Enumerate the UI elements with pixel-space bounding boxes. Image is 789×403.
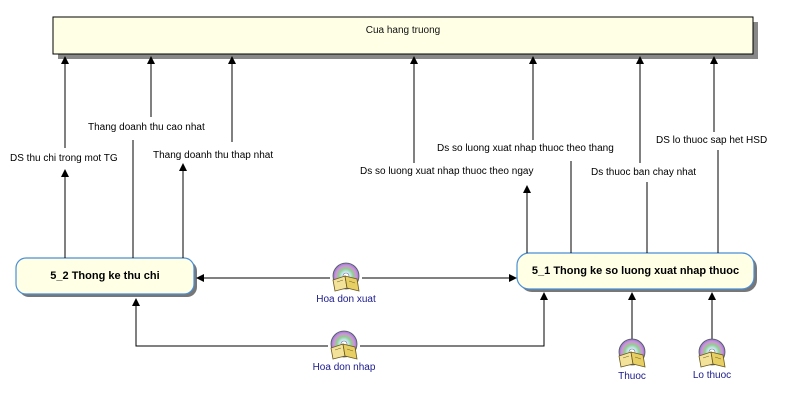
flow-line <box>360 292 548 347</box>
flow-label-thang-thap-nhat: Thang doanh thu thap nhat <box>153 150 274 161</box>
flow-label-lo-het-hsd: DS lo thuoc sap het HSD <box>656 135 768 146</box>
flow-label-theo-ngay: Ds so luong xuat nhap thuoc theo ngay <box>360 166 534 177</box>
flow-label-thang-cao-nhat: Thang doanh thu cao nhat <box>88 122 205 133</box>
data-store-icon <box>330 330 358 360</box>
process-5-2-box <box>15 257 195 295</box>
process-5-2-label: 5_2 Thong ke thu chi <box>50 270 160 282</box>
flow-label-ds-thu-chi: DS thu chi trong mot TG <box>10 153 118 164</box>
data-store-icon <box>698 338 726 368</box>
data-store-label-hoa-don-nhap: Hoa don nhap <box>312 362 376 373</box>
process-5-1-box <box>516 252 755 290</box>
process-5-1-label: 5_1 Thong ke so luong xuat nhap thuoc <box>531 265 740 277</box>
data-store-label-lo-thuoc: Lo thuoc <box>692 370 732 381</box>
flow-line <box>132 298 328 347</box>
external-entity-box <box>52 16 754 55</box>
flow-label-theo-thang: Ds so luong xuat nhap thuoc theo thang <box>437 143 614 154</box>
data-store-label-thuoc: Thuoc <box>618 371 646 382</box>
external-entity-label: Cua hang truong <box>365 25 441 36</box>
data-store-label-hoa-don-xuat: Hoa don xuat <box>316 294 376 305</box>
data-store-icon <box>618 338 646 368</box>
data-store-icon <box>332 262 360 292</box>
flow-label-ban-chay: Ds thuoc ban chay nhat <box>591 167 697 178</box>
